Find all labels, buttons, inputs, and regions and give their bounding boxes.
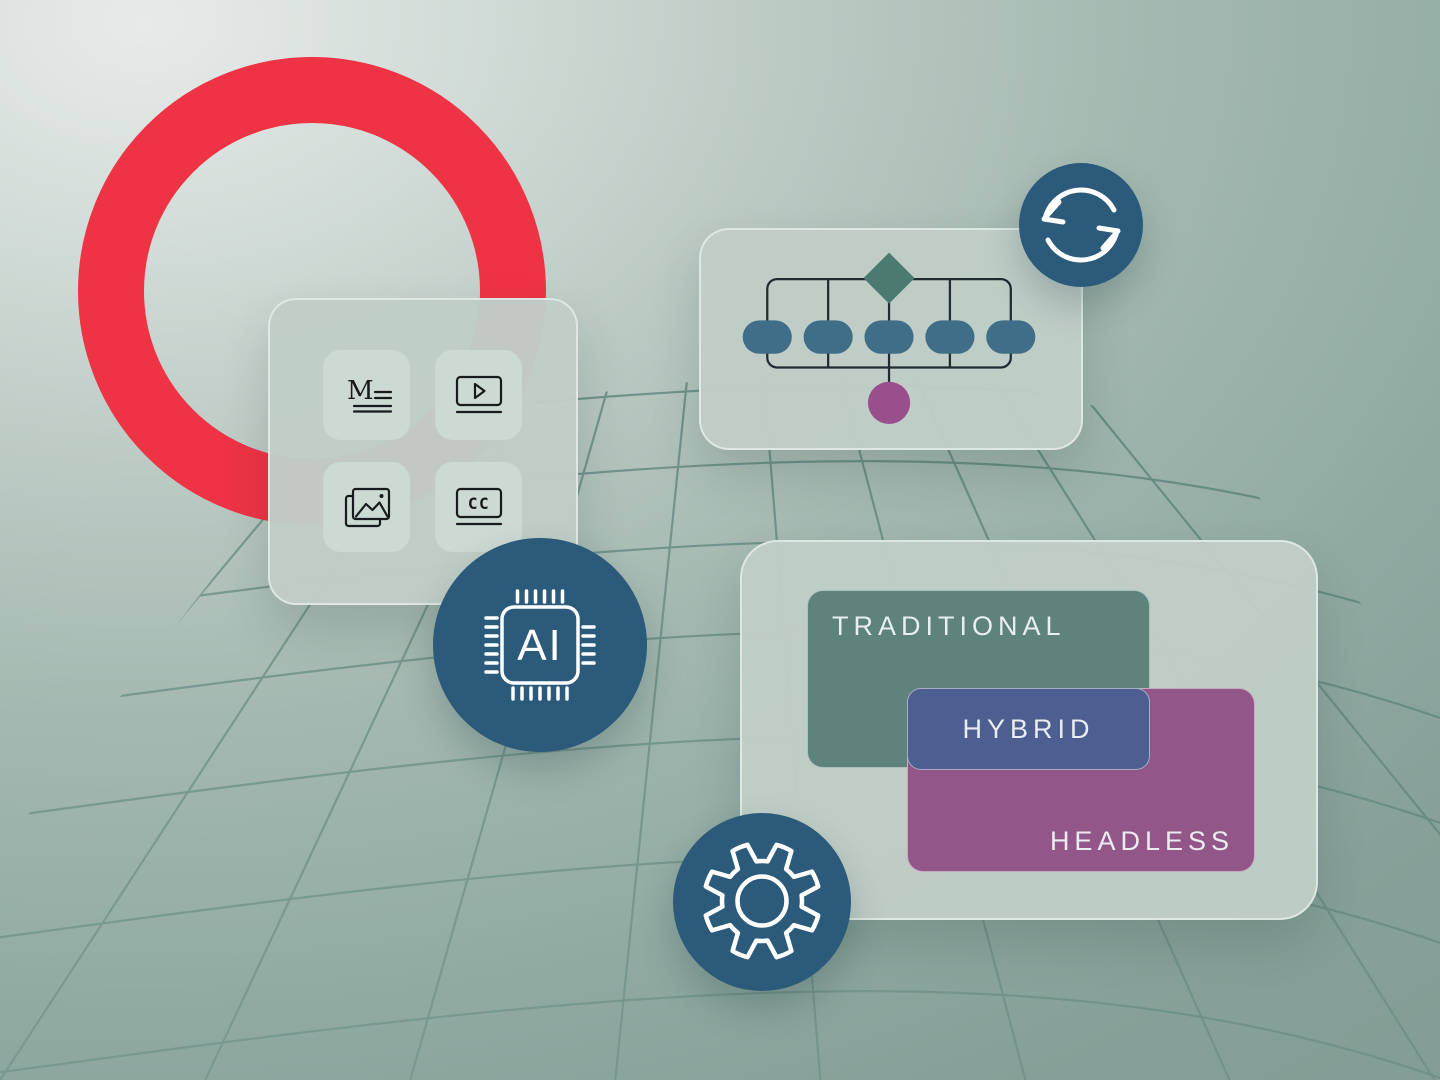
- workflow-node: [803, 320, 853, 354]
- video-icon: [455, 375, 502, 414]
- ai-badge: AI: [433, 538, 647, 752]
- content-tile-article: M: [323, 350, 410, 440]
- hybrid-label: HYBRID: [962, 713, 1095, 744]
- workflow-card: [699, 228, 1083, 450]
- gear-icon: [703, 842, 821, 960]
- workflow-diagram: [742, 252, 1036, 424]
- content-tile-captions: CC: [435, 462, 522, 552]
- ai-label: AI: [517, 621, 563, 670]
- decision-diamond: [863, 252, 915, 304]
- sync-icon: [1041, 187, 1121, 263]
- workflow-node: [742, 320, 792, 354]
- ai-chip-icon: AI: [484, 589, 596, 701]
- article-glyph: M: [347, 376, 374, 406]
- sync-badge: [1019, 163, 1143, 287]
- settings-badge: [673, 813, 851, 991]
- captions-glyph: CC: [467, 494, 489, 513]
- captions-icon: CC: [455, 487, 502, 526]
- output-node: [867, 381, 911, 424]
- headless-label: HEADLESS: [1049, 826, 1234, 856]
- workflow-node: [864, 320, 914, 354]
- workflow-node: [925, 320, 975, 354]
- workflow-node: [986, 320, 1036, 354]
- images-icon: [344, 487, 390, 528]
- hybrid-box: HYBRID: [907, 688, 1150, 770]
- traditional-label: TRADITIONAL: [832, 611, 1066, 641]
- article-icon: M: [347, 376, 392, 413]
- content-tile-video: [435, 350, 522, 440]
- content-tile-images: [323, 462, 410, 552]
- workflow-nodes: [742, 320, 1036, 354]
